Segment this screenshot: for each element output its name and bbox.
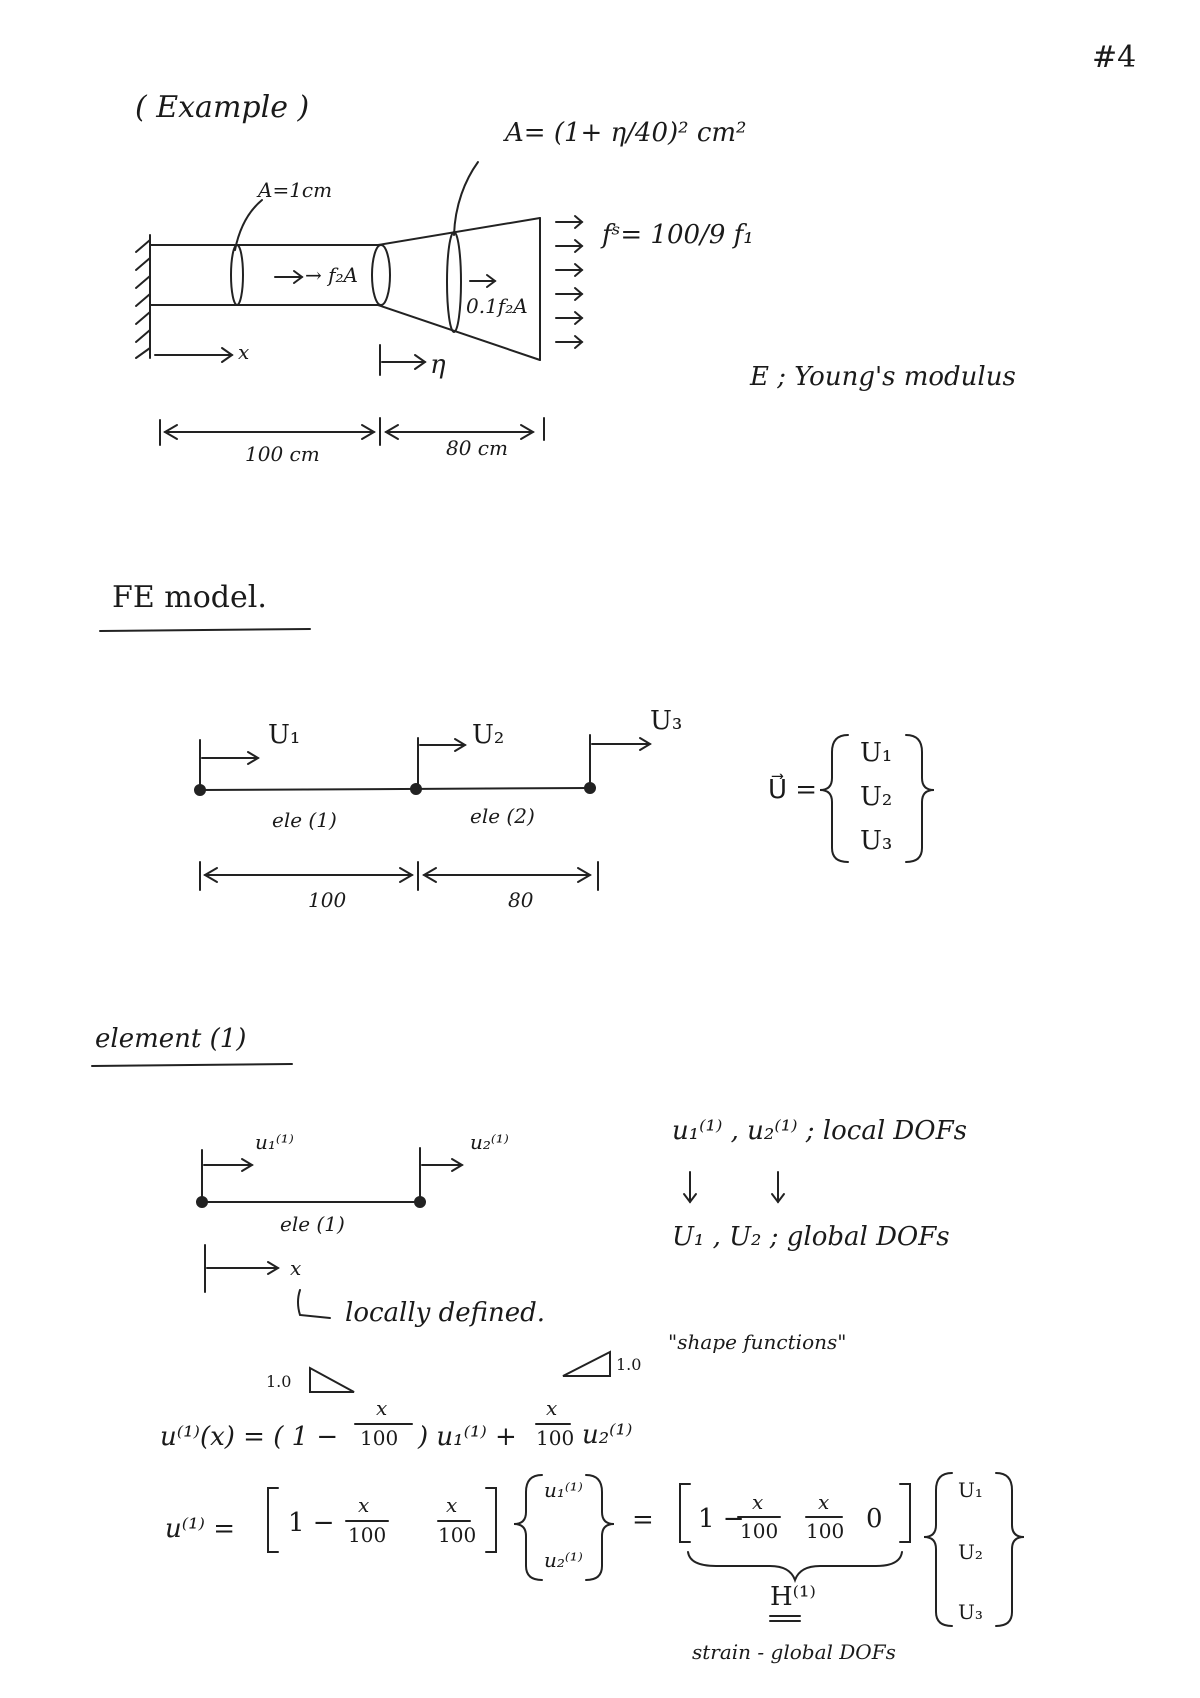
area-formula-right: A= (1+ η/40)² cm² <box>505 118 747 148</box>
eq2-global-vec-1: U₁ <box>958 1478 983 1502</box>
fe-len2-label: 80 <box>508 888 534 912</box>
element-u2-label: u₂⁽¹⁾ <box>470 1130 509 1154</box>
wall-hatching <box>135 239 151 359</box>
eq1-frac2-num: x <box>546 1396 558 1420</box>
element-heading: element (1) <box>95 1024 247 1054</box>
example-heading: ( Example ) <box>135 90 310 125</box>
eq1-frac2-den: 100 <box>536 1426 575 1450</box>
eq2-local-vec-2: u₂⁽¹⁾ <box>544 1548 583 1572</box>
eq2-num-d: x <box>818 1490 830 1514</box>
page-number: #4 <box>1092 40 1137 75</box>
eq2-one-minus-g: 1 − <box>698 1504 745 1534</box>
youngs-modulus-note: E ; Young's modulus <box>750 362 1016 392</box>
area-label-left: A=1cm <box>258 178 333 202</box>
fe-model-heading: FE model. <box>112 580 267 615</box>
eq1-lhs: u⁽¹⁾(x) = ( 1 − <box>160 1422 339 1452</box>
area-leader-1 <box>234 199 263 251</box>
shape-function-2-icon <box>562 1350 611 1377</box>
traction-arrows <box>555 215 584 349</box>
bar2-top-edge <box>377 217 541 246</box>
dim-label-80cm: 80 cm <box>446 436 508 460</box>
eq2-lhs: u⁽¹⁾ = <box>165 1514 235 1544</box>
eq2-global-vec-2: U₂ <box>958 1540 983 1564</box>
global-vector-label: U⃗ = <box>768 775 818 805</box>
eq2-num-a: x <box>358 1493 370 1517</box>
eq2-den-d: 100 <box>806 1519 845 1543</box>
eq2-num-b: x <box>446 1493 458 1517</box>
surface-traction-formula: fˢ= 100/9 f₁ <box>602 220 754 250</box>
eq2-one-minus: 1 − <box>288 1508 335 1538</box>
eq2-den-c: 100 <box>740 1519 779 1543</box>
bar1-cross-section <box>230 244 244 306</box>
shape-functions-note: "shape functions" <box>668 1330 847 1354</box>
eq1-frac1-den: 100 <box>360 1426 399 1450</box>
global-dofs-note: U₁ , U₂ ; global DOFs <box>672 1222 950 1252</box>
u-vector-right-brace <box>905 734 935 863</box>
shape-function-1-icon <box>309 1366 355 1393</box>
body-force-label-2: 0.1f₂A <box>466 294 528 318</box>
h-matrix-underbrace <box>687 1551 903 1583</box>
bar2-bottom-edge <box>377 304 541 361</box>
dim-label-100cm: 100 cm <box>245 442 320 466</box>
x-axis-label: x <box>238 340 250 364</box>
fe-model-underline <box>99 628 311 632</box>
eq2-den-a: 100 <box>348 1523 387 1547</box>
element-u1-label: u₁⁽¹⁾ <box>255 1130 294 1154</box>
fe-model-line <box>199 787 591 791</box>
area-leader-2 <box>453 161 479 236</box>
shape-function-1-value: 1.0 <box>266 1372 292 1391</box>
element-x-label: x <box>290 1256 302 1280</box>
body-force-label-1: → f₂A <box>305 263 358 287</box>
locally-defined-note: locally defined. <box>345 1298 546 1328</box>
fe-ele2-label: ele (2) <box>470 804 535 828</box>
locally-defined-leader <box>297 1289 331 1319</box>
global-vector-u1: U₁ <box>860 738 893 768</box>
eq2-local-vec-1: u₁⁽¹⁾ <box>544 1478 583 1502</box>
fe-u1-label: U₁ <box>268 720 301 750</box>
h-matrix-caption: strain - global DOFs <box>692 1640 896 1664</box>
eq1-end: u₂⁽¹⁾ <box>582 1420 633 1450</box>
h-matrix-label: H⁽¹⁾ <box>770 1582 816 1612</box>
element-ele-label: ele (1) <box>280 1212 345 1236</box>
fe-len1-label: 100 <box>308 888 347 912</box>
local-dofs-note: u₁⁽¹⁾ , u₂⁽¹⁾ ; local DOFs <box>672 1116 967 1146</box>
fe-u2-label: U₂ <box>472 720 505 750</box>
eta-axis-label: η <box>430 350 446 380</box>
eq2-equals: = <box>632 1505 654 1535</box>
element-underline <box>91 1063 293 1067</box>
eq2-zero: 0 <box>866 1504 883 1534</box>
fe-u3-label: U₃ <box>650 706 683 736</box>
shape-function-2-value: 1.0 <box>616 1355 642 1374</box>
fe-ele1-label: ele (1) <box>272 808 337 832</box>
eq1-frac1-num: x <box>376 1396 388 1420</box>
eq1-middle: ) u₁⁽¹⁾ + <box>418 1422 517 1452</box>
bar2-cross-section <box>446 231 462 333</box>
eq2-global-vec-3: U₃ <box>958 1600 983 1624</box>
eq2-den-b: 100 <box>438 1523 477 1547</box>
node-1 <box>194 784 206 796</box>
global-vector-u3: U₃ <box>860 826 893 856</box>
global-vector-u2: U₂ <box>860 782 893 812</box>
node-2 <box>410 783 422 795</box>
eq2-num-c: x <box>752 1490 764 1514</box>
node-3 <box>584 782 596 794</box>
joint-cross-section <box>371 244 391 306</box>
u-vector-left-brace <box>819 734 849 863</box>
